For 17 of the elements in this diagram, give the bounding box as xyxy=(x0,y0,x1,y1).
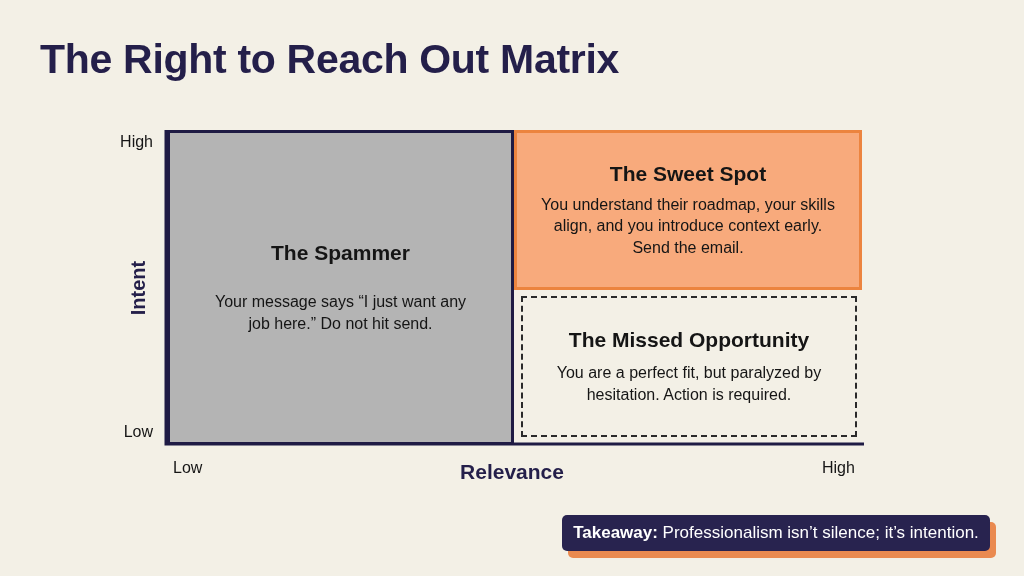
axis-title: Intent xyxy=(126,260,150,316)
axis-title: Relevance xyxy=(460,460,564,484)
page-title: The Right to Reach Out Matrix xyxy=(40,36,619,83)
quadrant-box xyxy=(514,130,862,290)
quadrant-description: Your message says “I just want any job here.” Do not hit send. xyxy=(213,291,468,334)
quadrant-box xyxy=(167,130,514,445)
quadrant-description: You are a perfect fit, but paralyzed by hesitation. Action is required. xyxy=(555,362,823,405)
quadrant-title: The Missed Opportunity xyxy=(568,327,810,352)
axis-tick-label: High xyxy=(120,133,153,151)
quadrant-description: You understand their roadmap, your skills align, and you introduce context early. Send the email. xyxy=(541,194,835,258)
quadrant-box xyxy=(521,296,857,437)
quadrant-title: The Spammer xyxy=(271,240,410,265)
axis-tick-label: High xyxy=(822,459,855,477)
quadrant-title: The Sweet Spot xyxy=(609,161,767,186)
axis-tick-label: Low xyxy=(123,423,153,441)
axis-tick-label: Low xyxy=(173,459,203,477)
takeaway-text: Takeaway: Professionalism isn’t silence; it’s intention. xyxy=(573,523,979,543)
